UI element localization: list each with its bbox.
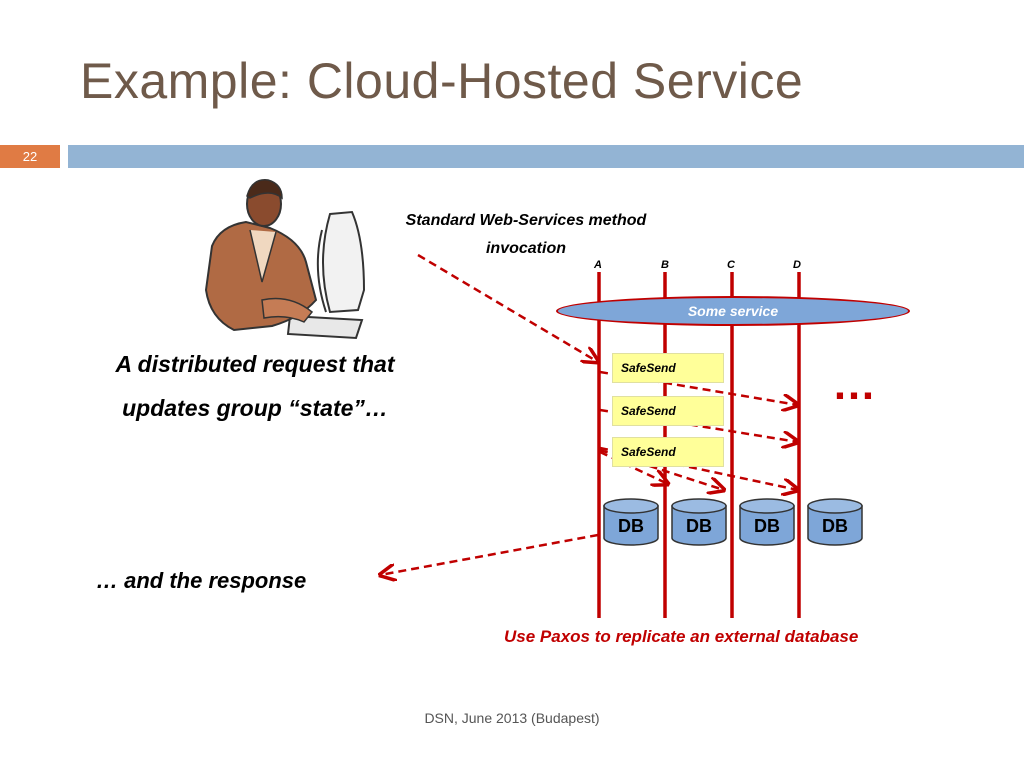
member-label-d: D <box>793 259 801 271</box>
request-arrow <box>417 253 598 362</box>
db-label: DB <box>618 516 644 536</box>
service-ellipse: Some service <box>556 296 910 326</box>
db-cylinder: DB <box>603 498 659 546</box>
slide-footer: DSN, June 2013 (Budapest) <box>424 710 600 726</box>
safesend-box: SafeSend <box>612 353 724 383</box>
request-text: A distributed request that updates group… <box>70 342 440 430</box>
db-cylinder: DB <box>807 498 863 546</box>
header-band <box>68 145 1024 168</box>
db-cylinder: DB <box>671 498 727 546</box>
safesend-box: SafeSend <box>612 437 724 467</box>
paxos-note: Use Paxos to replicate an external datab… <box>504 627 859 646</box>
member-label-a: A <box>594 259 602 271</box>
member-label-c: C <box>727 259 735 271</box>
db-label: DB <box>754 516 780 536</box>
db-label: DB <box>822 516 848 536</box>
response-arrow <box>380 533 599 575</box>
slide-number: 22 <box>0 145 60 168</box>
ellipsis-mark: … <box>832 360 876 409</box>
db-cylinder: DB <box>739 498 795 546</box>
slide-title: Example: Cloud-Hosted Service <box>80 53 804 109</box>
caption-line-2: invocation <box>485 240 566 257</box>
request-line-1: A distributed request that <box>115 351 395 377</box>
caption-line-1: Standard Web-Services method <box>405 212 647 229</box>
member-label-b: B <box>661 259 669 271</box>
db-label: DB <box>686 516 712 536</box>
safesend-box: SafeSend <box>612 396 724 426</box>
invocation-caption: Standard Web-Services method invocation <box>356 207 696 263</box>
response-text: … and the response <box>96 568 307 593</box>
request-line-2: updates group “state”… <box>122 395 388 421</box>
